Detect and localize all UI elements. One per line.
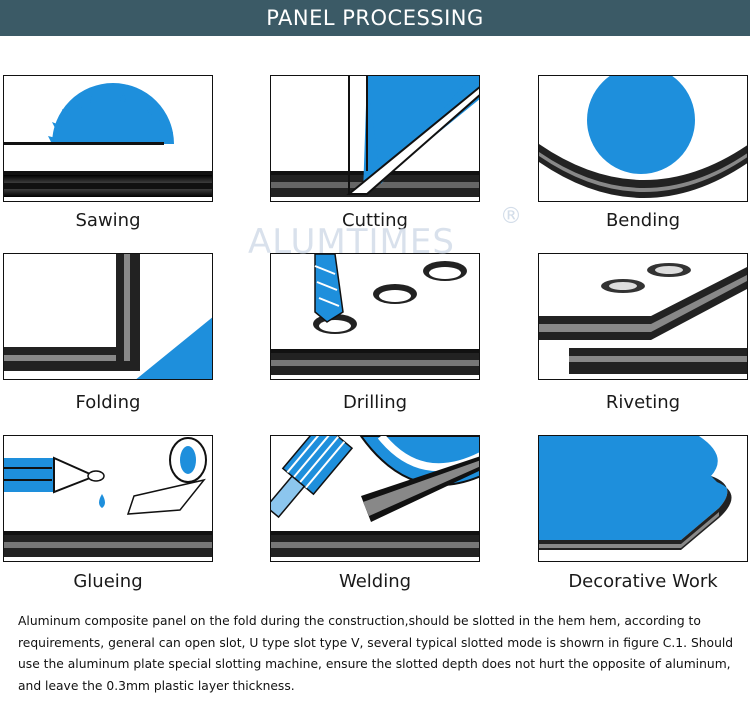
folding-panel xyxy=(3,253,213,380)
panel-label-sawing: Sawing xyxy=(75,210,141,231)
panel-label-cutting: Cutting xyxy=(342,210,408,231)
decorative-panel xyxy=(538,435,748,562)
glue-tube-icon xyxy=(4,437,212,557)
drilling-panel xyxy=(270,253,480,380)
panel-label-riveting: Riveting xyxy=(605,392,681,413)
panel-label-drilling: Drilling xyxy=(342,392,408,413)
bending-icon xyxy=(539,76,747,198)
sawing-panel xyxy=(3,75,213,202)
riveting-panel xyxy=(538,253,748,380)
drill-bit-icon xyxy=(271,254,479,375)
panel-label-folding: Folding xyxy=(75,392,141,413)
panel-label-welding: Welding xyxy=(338,571,412,592)
riveting-icon xyxy=(539,263,747,374)
bending-panel xyxy=(538,75,748,202)
glueing-panel xyxy=(3,435,213,562)
description-text: Aluminum composite panel on the fold dur… xyxy=(18,614,734,693)
saw-blade-icon xyxy=(4,83,212,197)
folding-icon xyxy=(4,254,212,379)
welding-torch-icon xyxy=(271,436,479,557)
panel-label-glueing: Glueing xyxy=(73,571,143,592)
cutting-panel xyxy=(270,75,480,202)
decorative-shape-icon xyxy=(539,436,732,550)
panel-label-decorative-work: Decorative Work xyxy=(568,571,718,592)
cutting-knife-icon xyxy=(271,76,479,197)
welding-panel xyxy=(270,435,480,562)
page-title: PANEL PROCESSING xyxy=(0,0,750,36)
registered-mark: ® xyxy=(500,204,522,229)
panel-label-bending: Bending xyxy=(605,210,681,231)
watermark-text: ALUMTIMES xyxy=(248,222,455,262)
